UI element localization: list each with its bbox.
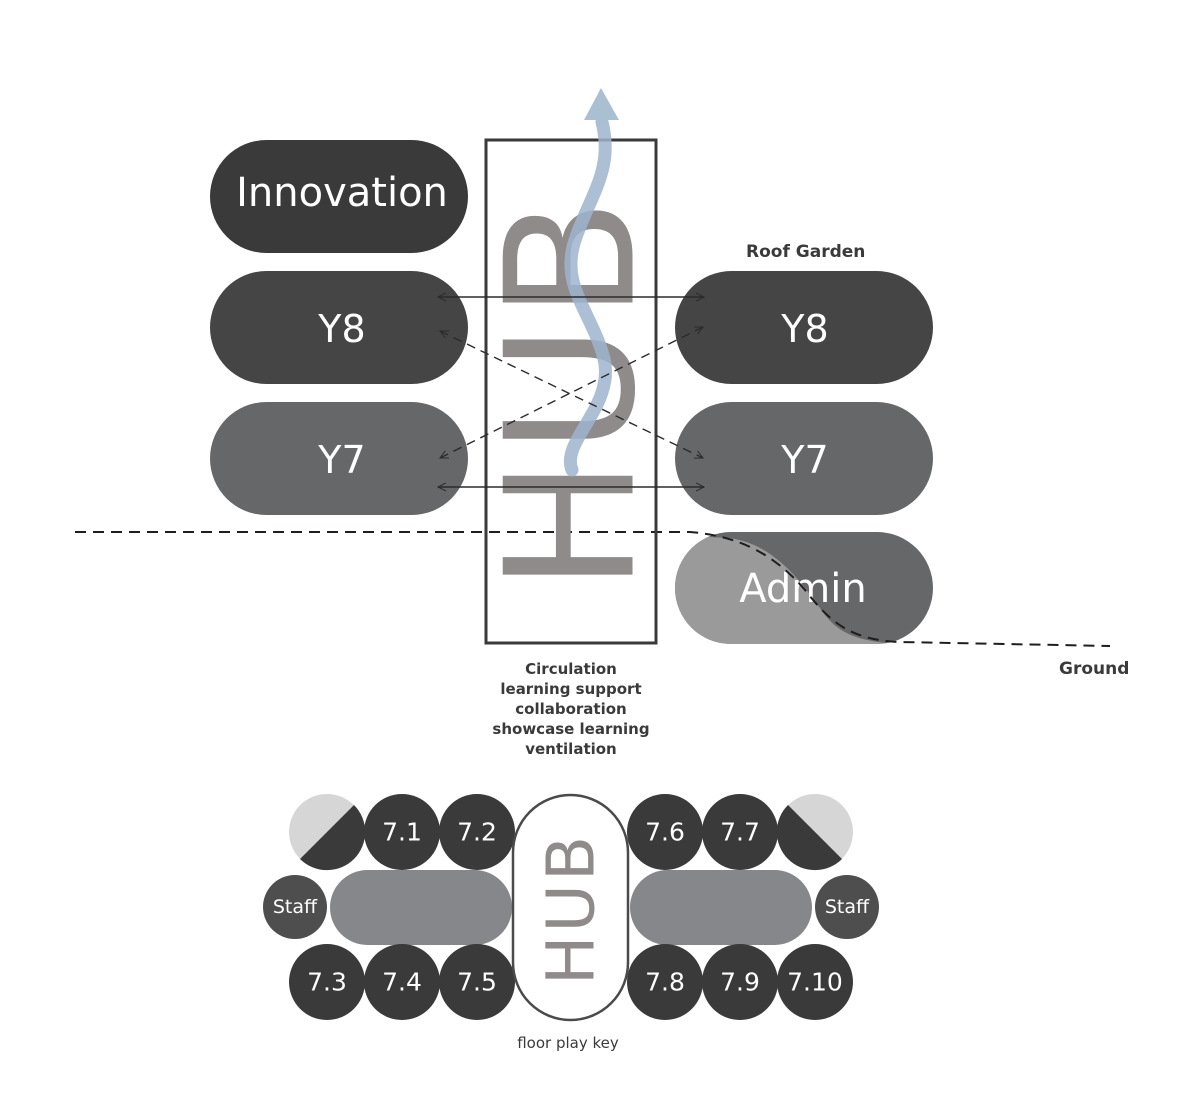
room-7-6-label: 7.6	[645, 818, 685, 847]
room-7-10-circle	[777, 944, 853, 1020]
room-7-4-label: 7.4	[382, 968, 422, 997]
room-7-6-circle	[627, 794, 703, 870]
corridor-left	[330, 870, 512, 945]
hub-function-circulation: Circulation	[525, 660, 617, 678]
section-view: Innovation Y8 Y7 Roof Garden Y8 Y7 Admin…	[75, 88, 1129, 758]
airflow-arrowhead-icon	[584, 88, 619, 120]
room-7-8-circle	[627, 944, 703, 1020]
room-7-3-circle	[289, 944, 365, 1020]
room-7-3-label: 7.3	[307, 968, 347, 997]
right-y8-block: Y8	[675, 271, 933, 384]
staff-room-left-label: Staff	[273, 896, 318, 918]
room-7-6: 7.6	[627, 794, 703, 870]
room-7-4-circle	[364, 944, 440, 1020]
staff-room-left-circle	[263, 875, 327, 939]
right-y8-label: Y8	[780, 307, 828, 351]
room-7-1: 7.1	[364, 794, 440, 870]
staff-room-right-label: Staff	[825, 896, 870, 918]
hub-functions-caption: Circulation learning support collaborati…	[492, 660, 649, 758]
room-7-3: 7.3	[289, 944, 365, 1020]
floor-hub-label: HUB	[533, 833, 610, 985]
floor-hub-outline	[511, 793, 630, 1022]
left-y8-label: Y8	[317, 307, 365, 351]
room-7-8: 7.8	[627, 944, 703, 1020]
room-7-7-label: 7.7	[720, 818, 760, 847]
room-7-2-label: 7.2	[457, 818, 497, 847]
room-7-10-label: 7.10	[787, 968, 843, 997]
room-7-7-circle	[702, 794, 778, 870]
innovation-pill	[210, 140, 468, 253]
room-7-8-label: 7.8	[645, 968, 685, 997]
roof-garden-label: Roof Garden	[746, 242, 865, 262]
staff-room-right-circle	[815, 875, 879, 939]
room-7-9-circle	[702, 944, 778, 1020]
right-y7-block: Y7	[675, 402, 933, 515]
left-y7-label: Y7	[317, 438, 365, 482]
floor-plan-key: 7.1 7.2 7.6 7.7 Staff Staff 7.3	[263, 793, 879, 1052]
room-7-9-label: 7.9	[720, 968, 760, 997]
room-7-2-circle	[439, 794, 515, 870]
room-7-4: 7.4	[364, 944, 440, 1020]
hub-function-ventilation: ventilation	[525, 740, 617, 758]
corner-room-left	[289, 794, 366, 871]
right-y7-label: Y7	[780, 438, 828, 482]
staff-room-right: Staff	[815, 875, 879, 939]
innovation-block: Innovation	[210, 140, 468, 253]
innovation-label: Innovation	[236, 170, 448, 216]
room-7-10: 7.10	[777, 944, 853, 1020]
y7-to-y8-cross-arrow	[440, 326, 703, 459]
admin-block: Admin	[675, 532, 933, 644]
room-7-5-label: 7.5	[457, 968, 497, 997]
hub-function-collaboration: collaboration	[515, 700, 626, 718]
corner-room-right-dark	[776, 805, 842, 871]
ground-label: Ground	[1059, 659, 1129, 679]
corner-room-left-dark	[300, 805, 366, 871]
staff-room-left: Staff	[263, 875, 327, 939]
room-7-1-circle	[364, 794, 440, 870]
ground-line	[75, 531, 1111, 647]
right-y7-pill	[675, 402, 933, 515]
connection-arrows	[438, 297, 704, 487]
corridor-right	[630, 870, 812, 945]
room-7-5: 7.5	[439, 944, 515, 1020]
floor-plan-caption: floor play key	[517, 1034, 619, 1052]
left-y7-pill	[210, 402, 468, 515]
hub-function-showcase-learning: showcase learning	[492, 720, 649, 738]
left-y7-block: Y7	[210, 402, 468, 515]
admin-below-ground-fill	[675, 535, 933, 644]
hub-function-learning-support: learning support	[500, 680, 641, 698]
room-7-1-label: 7.1	[382, 818, 422, 847]
room-7-9: 7.9	[702, 944, 778, 1020]
left-y8-pill	[210, 271, 468, 384]
right-y8-pill	[675, 271, 933, 384]
room-7-7: 7.7	[702, 794, 778, 870]
corner-room-right	[776, 794, 853, 871]
room-7-2: 7.2	[439, 794, 515, 870]
room-7-5-circle	[439, 944, 515, 1020]
left-y8-block: Y8	[210, 271, 468, 384]
